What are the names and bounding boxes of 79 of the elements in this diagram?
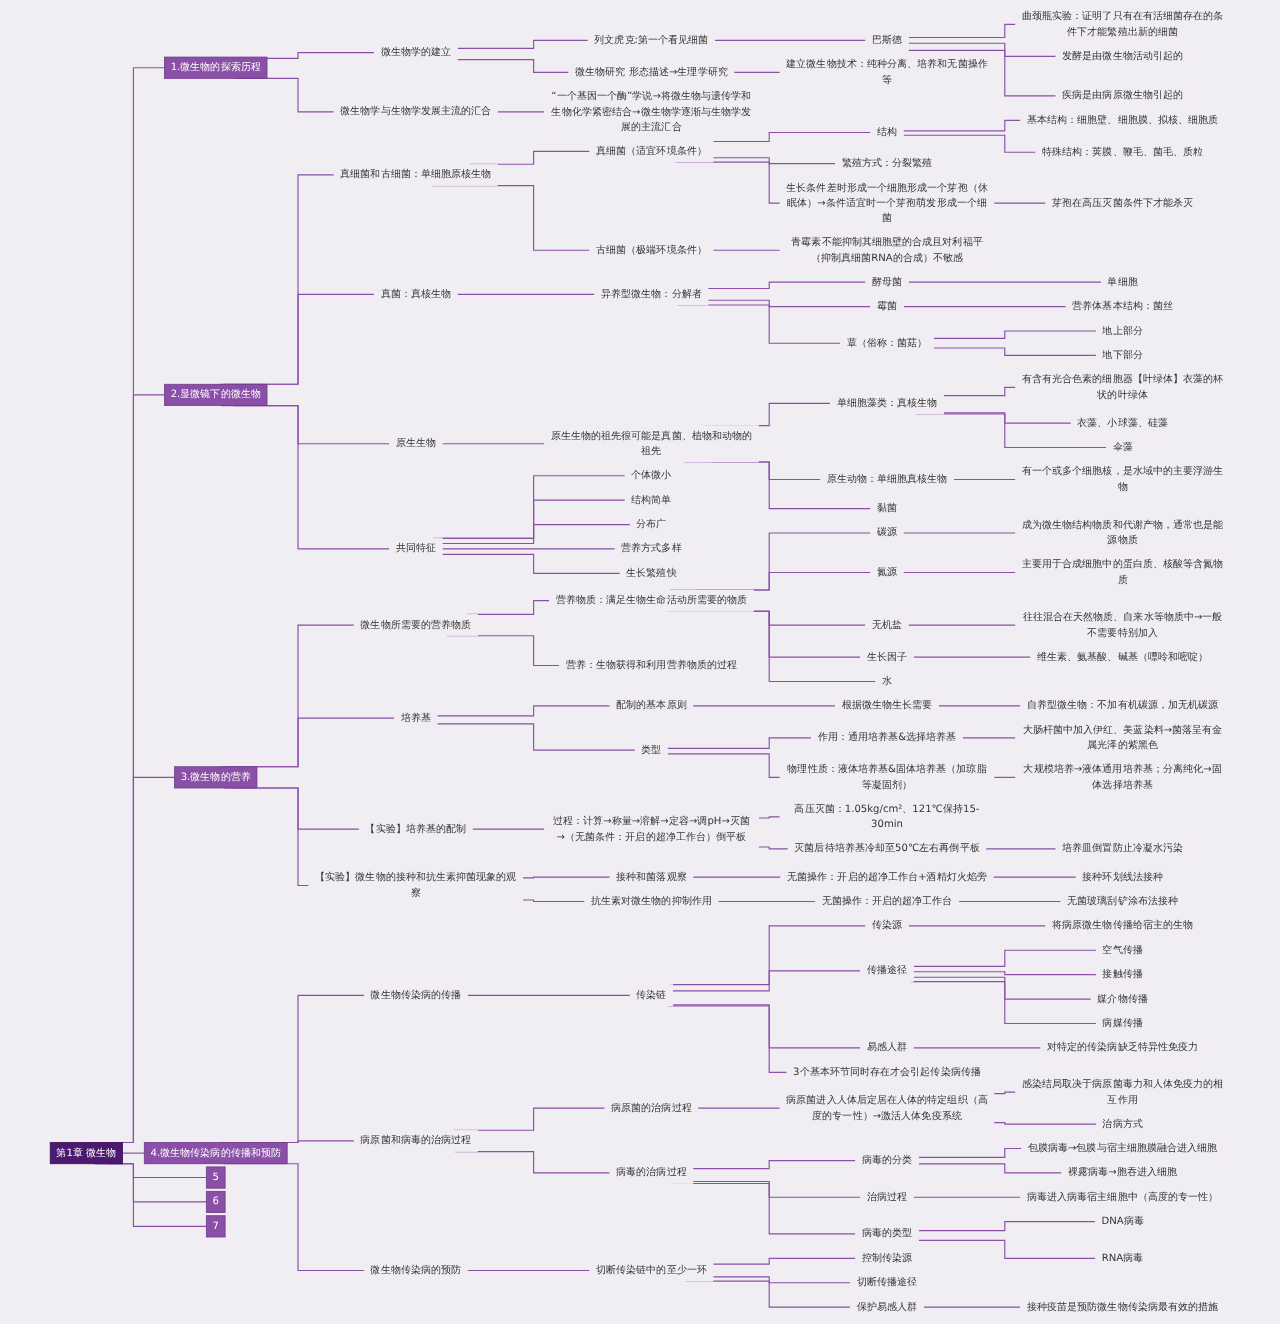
connector xyxy=(993,1091,1017,1095)
connector xyxy=(667,753,781,778)
connector xyxy=(992,876,1077,878)
connector xyxy=(907,42,1057,57)
connector xyxy=(912,1047,1042,1049)
connector xyxy=(692,1180,862,1198)
connector xyxy=(917,1163,1063,1174)
connector xyxy=(907,23,1017,39)
connector xyxy=(933,347,1097,356)
connector xyxy=(441,499,626,539)
connector xyxy=(907,624,1017,626)
connector xyxy=(912,656,1032,658)
connector xyxy=(672,970,862,992)
connector xyxy=(717,900,817,903)
connector xyxy=(286,1140,355,1144)
connector xyxy=(712,249,781,251)
connector xyxy=(669,925,867,986)
connector xyxy=(667,1005,788,1073)
connector xyxy=(456,59,570,73)
connector xyxy=(907,925,1047,927)
connector xyxy=(902,119,1022,132)
connector xyxy=(522,876,611,879)
connector xyxy=(692,705,837,707)
connector xyxy=(522,899,586,903)
connector xyxy=(712,1276,852,1284)
connector xyxy=(912,1196,1022,1198)
connector xyxy=(962,737,1017,739)
connector xyxy=(441,523,631,545)
connector xyxy=(912,949,1097,967)
connector xyxy=(712,1257,857,1265)
connector xyxy=(757,816,781,819)
connector xyxy=(902,532,1017,534)
connector xyxy=(712,131,872,143)
connector xyxy=(902,306,1067,308)
connector xyxy=(917,1239,1097,1259)
connector xyxy=(993,776,1017,778)
connector xyxy=(707,299,872,308)
connector xyxy=(993,202,1047,204)
connector xyxy=(912,976,1092,1000)
connector xyxy=(497,111,546,113)
connector xyxy=(697,1107,781,1109)
connector xyxy=(933,330,1097,339)
connector xyxy=(266,52,376,59)
connector xyxy=(122,1152,145,1154)
connector xyxy=(943,386,1017,397)
connector xyxy=(902,571,1017,574)
connector xyxy=(707,281,867,290)
connector xyxy=(943,412,1072,424)
connector xyxy=(436,705,611,717)
connector xyxy=(902,134,1037,153)
connector xyxy=(466,994,631,996)
connector xyxy=(441,553,621,574)
connector xyxy=(466,1269,591,1272)
connector xyxy=(910,981,1097,1025)
connector xyxy=(917,1147,1023,1158)
connector xyxy=(733,71,781,73)
connector xyxy=(441,548,616,550)
connector xyxy=(436,723,636,751)
connector xyxy=(958,900,1062,903)
connector xyxy=(471,828,546,830)
connector xyxy=(712,157,837,165)
connector xyxy=(917,1221,1096,1232)
connector xyxy=(692,1160,857,1170)
connector xyxy=(456,293,596,295)
connector xyxy=(714,39,867,41)
connector xyxy=(456,39,589,49)
connector xyxy=(757,846,789,850)
connector xyxy=(667,737,813,749)
connector xyxy=(985,848,1057,850)
connector xyxy=(953,478,1017,481)
connector xyxy=(993,1122,1097,1125)
connector xyxy=(692,876,782,878)
connector xyxy=(907,281,1102,283)
connector xyxy=(441,443,546,445)
connector xyxy=(912,971,1097,976)
connector xyxy=(907,49,1057,97)
connector xyxy=(922,1306,1022,1308)
connector xyxy=(672,1004,862,1049)
connector xyxy=(938,705,1022,707)
